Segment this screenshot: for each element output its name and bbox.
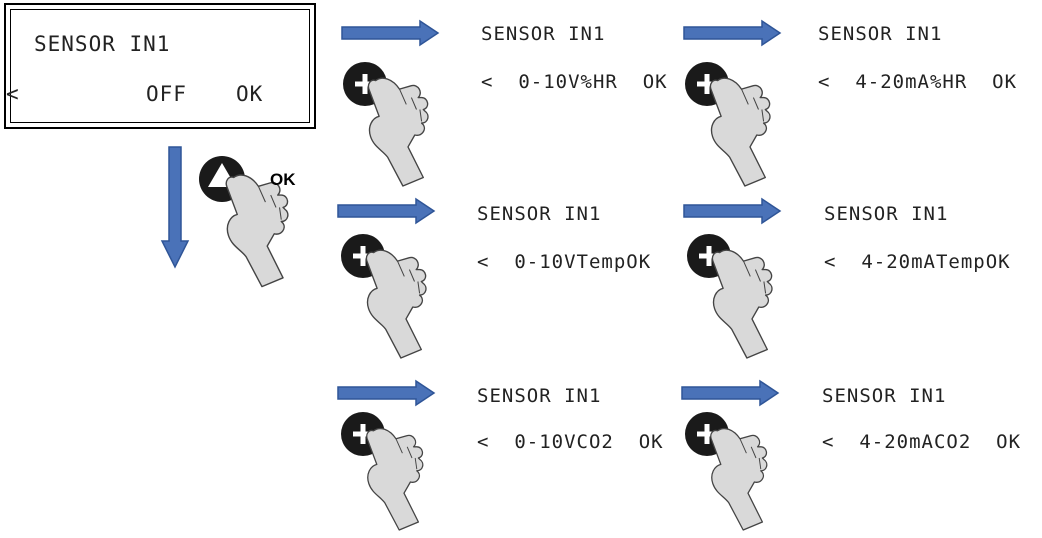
pointing-hand-icon bbox=[711, 249, 773, 359]
main-display-value: OFF bbox=[146, 82, 187, 106]
option-1-line2: < 0-10V%HR OK bbox=[481, 71, 668, 93]
option-5-line2: < 0-10VCO2 OK bbox=[477, 431, 664, 453]
pointing-hand-icon bbox=[367, 77, 429, 187]
option-2-line2: < 4-20mA%HR OK bbox=[818, 71, 1018, 93]
option-3-line1: SENSOR IN1 bbox=[477, 203, 602, 225]
main-display-line1: SENSOR IN1 bbox=[34, 32, 171, 56]
plus-button-press bbox=[685, 62, 771, 187]
main-lcd-display bbox=[4, 3, 316, 129]
plus-button-press bbox=[687, 234, 773, 359]
plus-button-press bbox=[341, 234, 427, 359]
option-4-line1: SENSOR IN1 bbox=[824, 203, 949, 225]
lcd-inner-frame bbox=[10, 9, 310, 123]
option-1-line1: SENSOR IN1 bbox=[481, 23, 606, 45]
plus-button-press bbox=[343, 62, 429, 187]
pointing-hand-icon bbox=[365, 249, 427, 359]
plus-button-press bbox=[685, 412, 768, 531]
main-display-ok: OK bbox=[236, 82, 264, 106]
option-2-line1: SENSOR IN1 bbox=[818, 23, 943, 45]
option-3-line2: < 0-10VTempOK bbox=[477, 251, 652, 273]
down-arrow-icon bbox=[160, 146, 190, 269]
option-5-line1: SENSOR IN1 bbox=[477, 385, 602, 407]
pointing-hand-icon bbox=[225, 174, 289, 288]
option-4-line2: < 4-20mATempOK bbox=[824, 251, 1011, 273]
ok-button-press bbox=[199, 156, 289, 288]
pointing-hand-icon bbox=[710, 427, 768, 531]
plus-button-press bbox=[341, 412, 424, 531]
ok-label: OK bbox=[270, 170, 296, 189]
option-6-line1: SENSOR IN1 bbox=[822, 385, 947, 407]
pointing-hand-icon bbox=[366, 427, 424, 531]
pointing-hand-icon bbox=[709, 77, 771, 187]
main-display-back: < bbox=[6, 82, 20, 106]
option-6-line2: < 4-20mACO2 OK bbox=[822, 431, 1022, 453]
